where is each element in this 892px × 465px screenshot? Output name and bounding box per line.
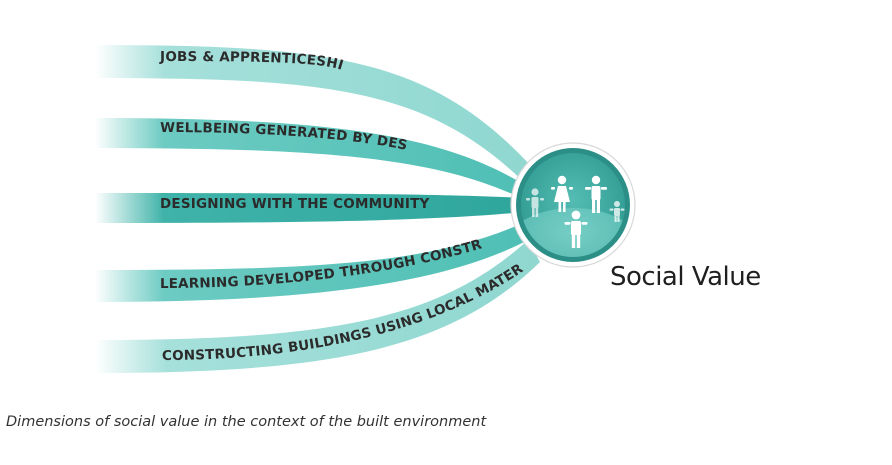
social-value-label: Social Value <box>610 262 761 292</box>
people-group-icon <box>526 175 625 248</box>
band-designing-with-community <box>95 193 525 223</box>
social-value-circle <box>510 142 636 268</box>
band-local-materials <box>95 240 540 373</box>
band-learning-through-construction <box>95 222 528 302</box>
dimension-label: DESIGNING WITH THE COMMUNITY <box>160 196 430 212</box>
dimension-label: JOBS & APPRENTICESHIPS <box>0 0 345 74</box>
figure-caption: Dimensions of social value in the contex… <box>6 414 487 430</box>
band-jobs-apprenticeships <box>95 45 530 188</box>
band-wellbeing-by-design <box>95 118 525 200</box>
